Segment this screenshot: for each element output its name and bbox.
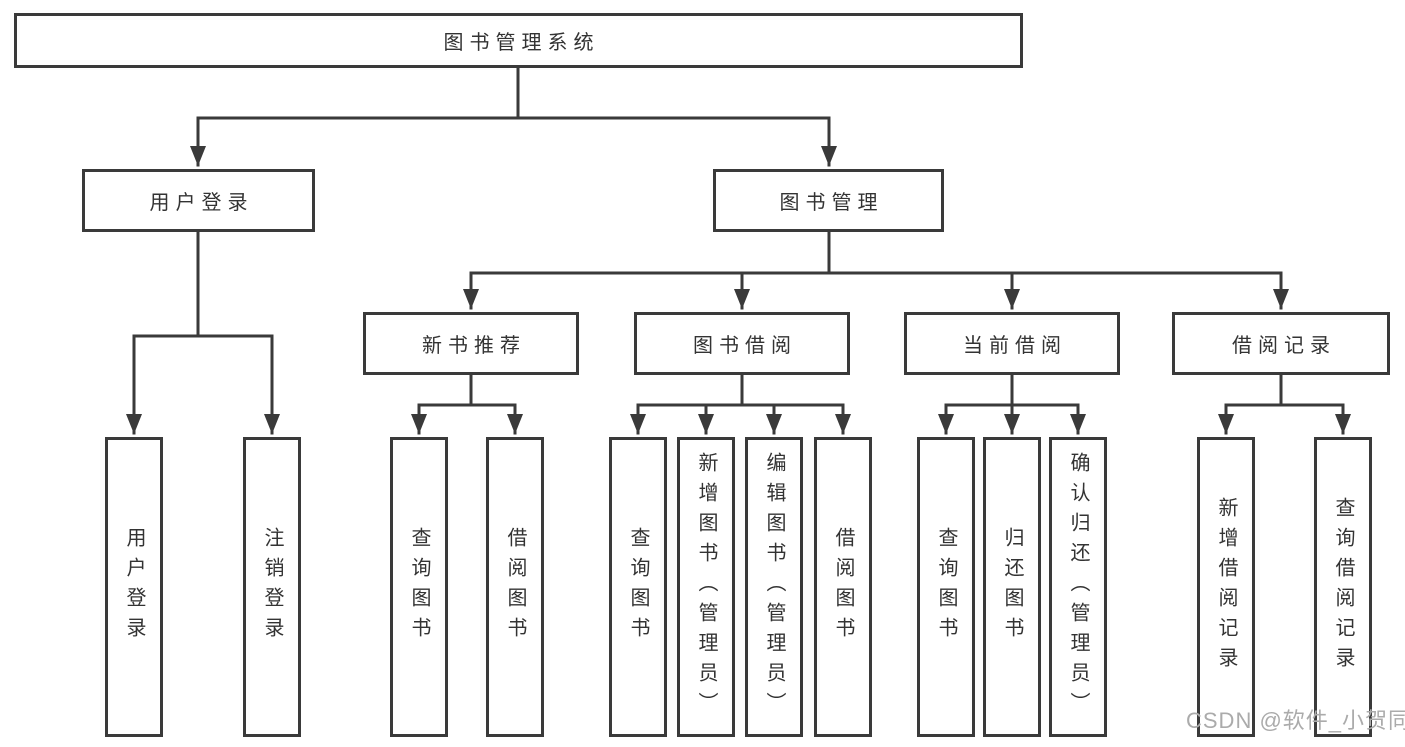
node-borrowing-records: 借阅记录	[1172, 312, 1390, 375]
node-book-borrowing-label: 图书借阅	[693, 335, 797, 357]
leaf-cb-return-books-label: 归还图书	[1001, 527, 1023, 647]
leaf-bb-add-books-admin: 新增图书（管理员）	[677, 437, 735, 737]
leaf-nbr-query-books: 查询图书	[390, 437, 448, 737]
node-root: 图书管理系统	[14, 13, 1023, 68]
leaf-logout: 注销登录	[243, 437, 301, 737]
node-new-book-recommend-label: 新书推荐	[422, 335, 526, 357]
leaf-br-query-record: 查询借阅记录	[1314, 437, 1372, 737]
leaf-br-add-record-label: 新增借阅记录	[1215, 497, 1237, 677]
leaf-bb-add-books-admin-label: 新增图书（管理员）	[695, 452, 717, 722]
node-root-label: 图书管理系统	[443, 32, 600, 54]
node-book-borrowing: 图书借阅	[634, 312, 850, 375]
leaf-logout-label: 注销登录	[261, 527, 283, 647]
csdn-watermark: CSDN @软件_小贺同学	[1186, 708, 1405, 733]
leaf-bb-query-books: 查询图书	[609, 437, 667, 737]
leaf-cb-confirm-return-admin-label: 确认归还（管理员）	[1067, 452, 1089, 722]
leaf-bb-borrow-books-label: 借阅图书	[832, 527, 854, 647]
leaf-bb-query-books-label: 查询图书	[627, 527, 649, 647]
node-book-management-label: 图书管理	[779, 192, 884, 214]
leaf-cb-return-books: 归还图书	[983, 437, 1041, 737]
node-user-login-label: 用户登录	[149, 192, 254, 214]
leaf-nbr-query-books-label: 查询图书	[408, 527, 430, 647]
node-new-book-recommend: 新书推荐	[363, 312, 579, 375]
leaf-user-login-label: 用户登录	[123, 527, 145, 647]
leaf-br-query-record-label: 查询借阅记录	[1332, 497, 1354, 677]
leaf-br-add-record: 新增借阅记录	[1197, 437, 1255, 737]
leaf-bb-edit-books-admin-label: 编辑图书（管理员）	[763, 452, 785, 722]
leaf-user-login: 用户登录	[105, 437, 163, 737]
node-user-login: 用户登录	[82, 169, 315, 232]
leaf-cb-query-books: 查询图书	[917, 437, 975, 737]
node-book-management: 图书管理	[713, 169, 944, 232]
node-current-borrowing: 当前借阅	[904, 312, 1120, 375]
leaf-cb-confirm-return-admin: 确认归还（管理员）	[1049, 437, 1107, 737]
node-borrowing-records-label: 借阅记录	[1232, 335, 1336, 357]
leaf-bb-edit-books-admin: 编辑图书（管理员）	[745, 437, 803, 737]
leaf-cb-query-books-label: 查询图书	[935, 527, 957, 647]
leaf-nbr-borrow-books: 借阅图书	[486, 437, 544, 737]
node-current-borrowing-label: 当前借阅	[963, 335, 1067, 357]
leaf-bb-borrow-books: 借阅图书	[814, 437, 872, 737]
leaf-nbr-borrow-books-label: 借阅图书	[504, 527, 526, 647]
